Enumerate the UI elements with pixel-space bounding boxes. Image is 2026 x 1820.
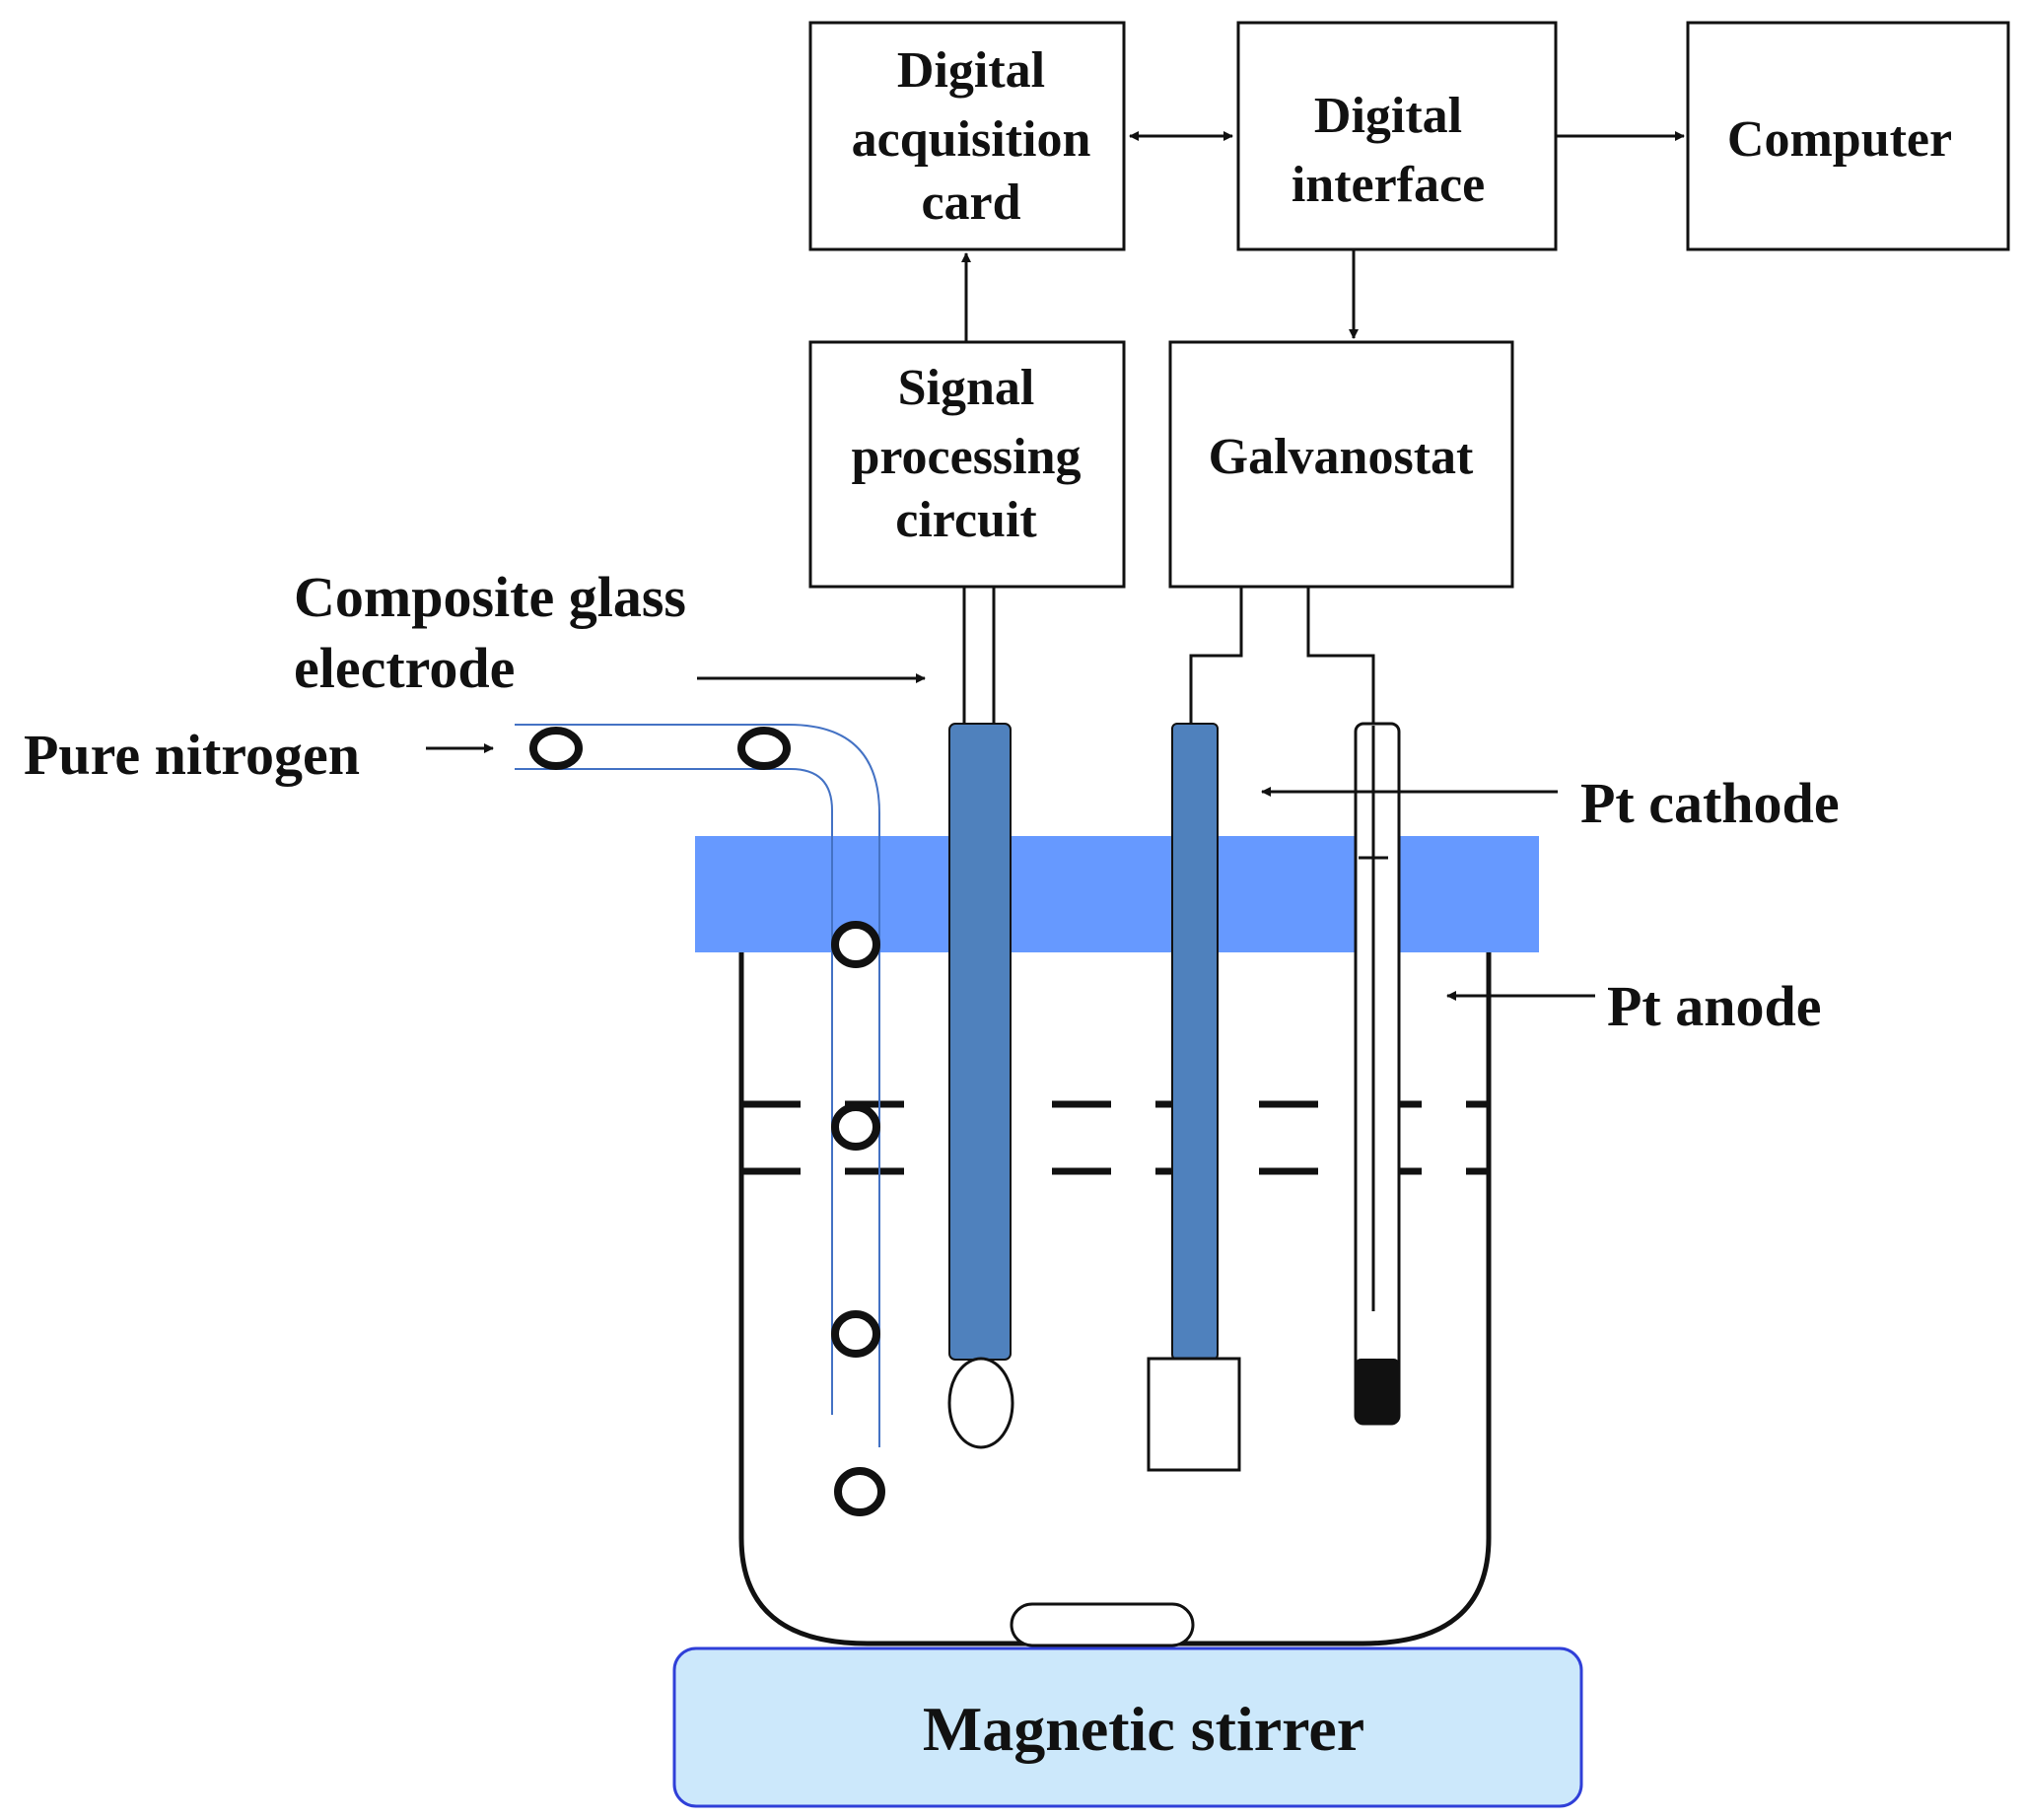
composite-glass-electrode-label-line-2: electrode [294, 636, 515, 700]
pt-cathode-electrode [1147, 723, 1241, 1472]
pt-anode-electrode [1354, 722, 1401, 1426]
composite-glass-electrode-label-line-1: Composite glass [294, 565, 686, 629]
digital-interface-label-line-1: Digital [1314, 88, 1462, 144]
galvanostat-box: Galvanostat [1168, 340, 1514, 589]
signal-processing-circuit-label-line-2: processing [851, 429, 1081, 485]
computer-box: Computer [1686, 21, 2010, 251]
bubble [831, 921, 880, 968]
magnetic-stirrer-label: Magnetic stirrer [923, 1694, 1364, 1764]
signal-processing-circuit-box: Signal processing circuit [808, 340, 1126, 589]
computer-label: Computer [1727, 111, 1952, 168]
pure-nitrogen-label: Pure nitrogen [24, 723, 360, 787]
nitrogen-bubbles [529, 727, 885, 1516]
pt-cathode-label: Pt cathode [1580, 771, 1840, 835]
beaker-lid [695, 836, 1539, 952]
digital-acquisition-card-label-line-1: Digital [897, 42, 1045, 99]
bubble [834, 1467, 885, 1516]
digital-acquisition-card-label-line-3: card [921, 175, 1020, 231]
signal-processing-circuit-label-line-3: circuit [895, 492, 1037, 548]
bubble [737, 727, 791, 770]
stir-bar [1010, 1602, 1195, 1647]
bubble [831, 1103, 880, 1151]
pt-anode-label: Pt anode [1607, 974, 1822, 1038]
digital-interface-box: Digital interface [1236, 21, 1558, 251]
galvanostat-label: Galvanostat [1209, 429, 1474, 485]
magnetic-stirrer: Magnetic stirrer [672, 1646, 1583, 1808]
nitrogen-inlet-tube [515, 724, 880, 1447]
composite-glass-electrode [947, 723, 1014, 1449]
bubble [831, 1310, 880, 1358]
signal-processing-circuit-label-line-1: Signal [898, 360, 1035, 416]
digital-acquisition-card-label-line-2: acquisition [852, 111, 1091, 168]
cathode-lead-wire [1189, 587, 1243, 726]
composite-electrode-leads [962, 587, 996, 726]
digital-interface-label-line-2: interface [1292, 157, 1485, 213]
bubble [529, 727, 583, 770]
anode-lead-wire [1306, 587, 1375, 726]
digital-acquisition-card-box: Digital acquisition card [808, 21, 1126, 251]
